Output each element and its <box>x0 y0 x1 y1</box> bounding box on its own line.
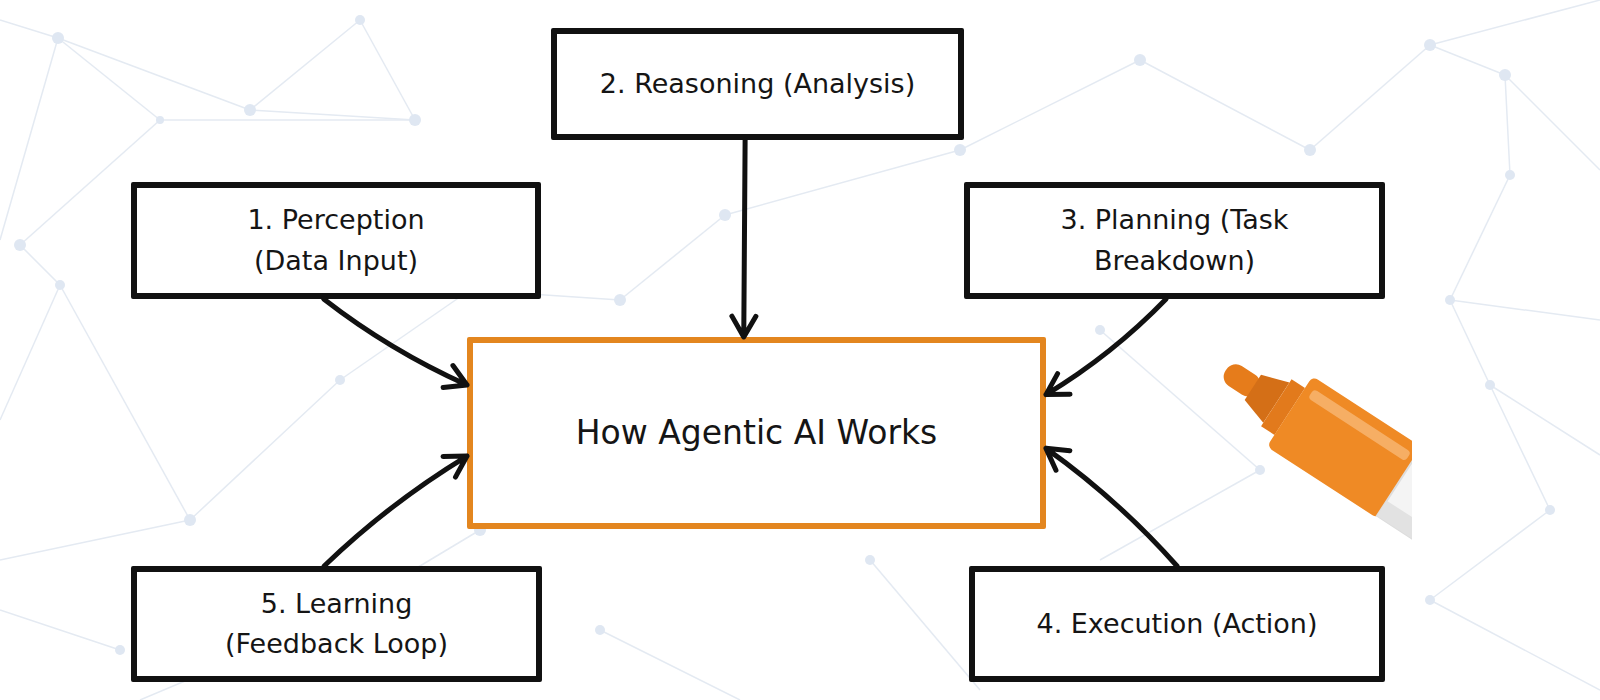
text-stack: 2. Reasoning (Analysis) <box>600 64 915 105</box>
step-label: 1. Perception (Data Input) <box>206 200 466 281</box>
marker-shade <box>1377 501 1412 592</box>
step-label: 2. Reasoning (Analysis) <box>600 64 915 105</box>
step-box: 2. Reasoning (Analysis) <box>551 28 964 140</box>
marker-highlight <box>1308 389 1411 461</box>
marker-collar <box>1240 367 1290 423</box>
marker-barrel <box>1377 449 1412 592</box>
text-stack: 1. Perception (Data Input) <box>206 200 466 281</box>
flow-arrow <box>324 456 467 566</box>
flow-arrow <box>732 140 756 337</box>
text-stack: How Agentic AI Works <box>576 408 938 458</box>
flow-arrow <box>324 299 467 387</box>
text-stack: 4. Execution (Action) <box>1036 604 1317 645</box>
text-stack: 5. Learning (Feedback Loop) <box>197 584 477 665</box>
flow-arrow <box>1046 448 1177 566</box>
marker-cap <box>1267 376 1412 518</box>
step-box: 3. Planning (Task Breakdown) <box>964 182 1385 299</box>
network-dots <box>14 15 1555 655</box>
step-label: 4. Execution (Action) <box>1036 604 1317 645</box>
central-box: How Agentic AI Works <box>467 337 1046 529</box>
flow-arrow <box>1046 299 1166 395</box>
marker-pen <box>1203 335 1412 594</box>
step-label: 3. Planning (Task Breakdown) <box>1020 200 1330 281</box>
marker-tip <box>1219 360 1264 401</box>
central-title: How Agentic AI Works <box>576 408 938 458</box>
text-stack: 3. Planning (Task Breakdown) <box>1020 200 1330 281</box>
step-box: 4. Execution (Action) <box>969 566 1385 682</box>
step-box: 5. Learning (Feedback Loop) <box>131 566 542 682</box>
step-box: 1. Perception (Data Input) <box>131 182 541 299</box>
marker-ring <box>1261 379 1305 435</box>
step-label: 5. Learning (Feedback Loop) <box>197 584 477 665</box>
